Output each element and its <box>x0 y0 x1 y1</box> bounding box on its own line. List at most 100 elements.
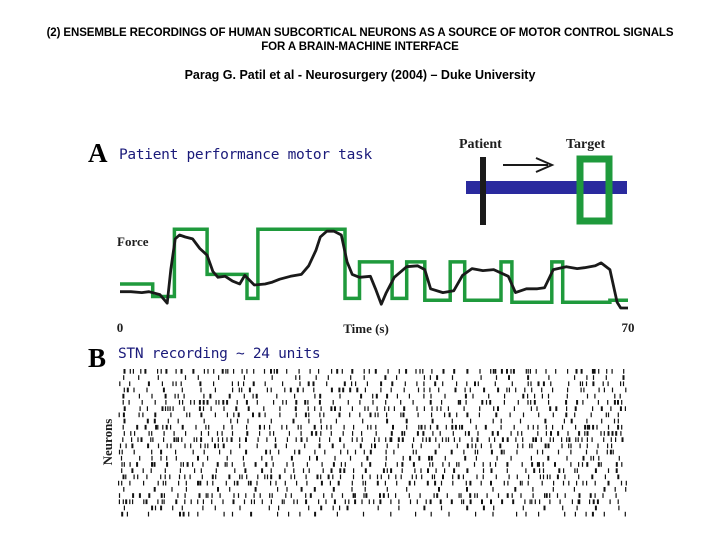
spike-tick <box>480 443 482 449</box>
spike-tick <box>490 443 492 449</box>
spike-tick <box>192 369 195 374</box>
spike-tick <box>611 431 614 436</box>
spike-tick <box>506 468 508 473</box>
spike-tick <box>309 369 311 374</box>
spike-tick <box>211 493 213 498</box>
spike-tick <box>594 505 597 511</box>
spike-tick <box>275 480 277 486</box>
spike-tick <box>396 480 398 486</box>
spike-tick <box>464 387 466 393</box>
spike-tick <box>166 443 168 449</box>
spike-tick <box>205 493 207 498</box>
spike-tick <box>271 493 273 498</box>
spike-tick <box>167 406 169 411</box>
spike-tick <box>326 424 328 430</box>
spike-tick <box>122 393 125 399</box>
spike-tick <box>400 400 402 405</box>
spike-tick <box>377 505 379 511</box>
spike-tick <box>374 443 376 449</box>
spike-tick <box>188 511 190 517</box>
spike-tick <box>181 424 184 430</box>
spike-tick <box>309 455 311 461</box>
spike-tick <box>338 412 341 418</box>
spike-tick <box>302 468 305 473</box>
spike-tick <box>375 431 377 436</box>
spike-tick <box>464 431 467 436</box>
spike-tick <box>594 393 596 399</box>
spike-tick <box>388 406 390 411</box>
spike-tick <box>533 400 536 405</box>
spike-tick <box>607 424 610 430</box>
spike-tick <box>585 511 587 517</box>
spike-tick <box>250 499 253 505</box>
spike-tick <box>438 387 440 393</box>
spike-tick <box>184 443 186 449</box>
spike-tick <box>330 431 332 436</box>
spike-tick <box>401 431 404 436</box>
spike-tick <box>481 499 483 505</box>
spike-tick <box>512 369 515 374</box>
x-tick-70: 70 <box>622 320 635 335</box>
spike-tick <box>607 381 609 387</box>
spike-tick <box>375 393 378 399</box>
spike-tick <box>619 406 622 411</box>
spike-tick <box>564 474 566 480</box>
spike-tick <box>490 449 493 455</box>
spike-tick <box>620 381 622 387</box>
spike-tick <box>496 455 498 461</box>
spike-tick <box>132 493 135 498</box>
spike-tick <box>445 437 447 442</box>
spike-tick <box>397 443 399 449</box>
spike-tick <box>552 387 554 393</box>
spike-tick <box>118 499 120 505</box>
spike-tick <box>197 480 199 486</box>
spike-tick <box>594 480 596 486</box>
spike-tick <box>450 499 453 505</box>
spike-tick <box>615 437 617 442</box>
spike-tick <box>605 412 607 418</box>
spike-tick <box>575 437 577 442</box>
spike-tick <box>253 499 255 505</box>
spike-tick <box>433 474 436 480</box>
spike-tick <box>517 431 519 436</box>
spike-tick <box>588 424 591 430</box>
spike-tick <box>586 393 589 399</box>
spike-tick <box>536 406 538 411</box>
spike-tick <box>529 499 531 505</box>
spike-tick <box>615 493 617 498</box>
spike-tick <box>429 375 431 380</box>
spike-tick <box>308 468 310 473</box>
spike-tick <box>515 437 517 442</box>
spike-tick <box>281 499 283 505</box>
spike-tick <box>306 462 308 467</box>
spike-tick <box>408 480 411 486</box>
panel-a-letter: A <box>88 138 108 168</box>
spike-tick <box>469 480 472 486</box>
spike-tick <box>197 499 199 505</box>
spike-tick <box>577 437 579 442</box>
spike-tick <box>319 393 322 399</box>
spike-tick <box>202 400 205 405</box>
spike-tick <box>574 468 576 473</box>
spike-tick <box>363 493 365 498</box>
spike-tick <box>527 393 529 399</box>
spike-tick <box>336 369 339 374</box>
spike-tick <box>548 375 550 380</box>
spike-tick <box>589 493 592 498</box>
spike-tick <box>269 449 271 455</box>
spike-tick <box>343 424 345 430</box>
spike-tick <box>393 449 395 455</box>
spike-tick <box>364 487 366 492</box>
spike-tick <box>270 418 272 424</box>
spike-tick <box>585 381 588 387</box>
spike-tick <box>398 499 400 505</box>
spike-tick <box>148 493 151 498</box>
spike-tick <box>431 418 434 424</box>
spike-tick <box>199 381 202 387</box>
spike-tick <box>125 474 127 480</box>
spike-tick <box>266 387 268 393</box>
spike-tick <box>351 480 353 486</box>
spike-tick <box>420 443 422 449</box>
spike-tick <box>211 437 213 442</box>
spike-tick <box>189 412 191 418</box>
